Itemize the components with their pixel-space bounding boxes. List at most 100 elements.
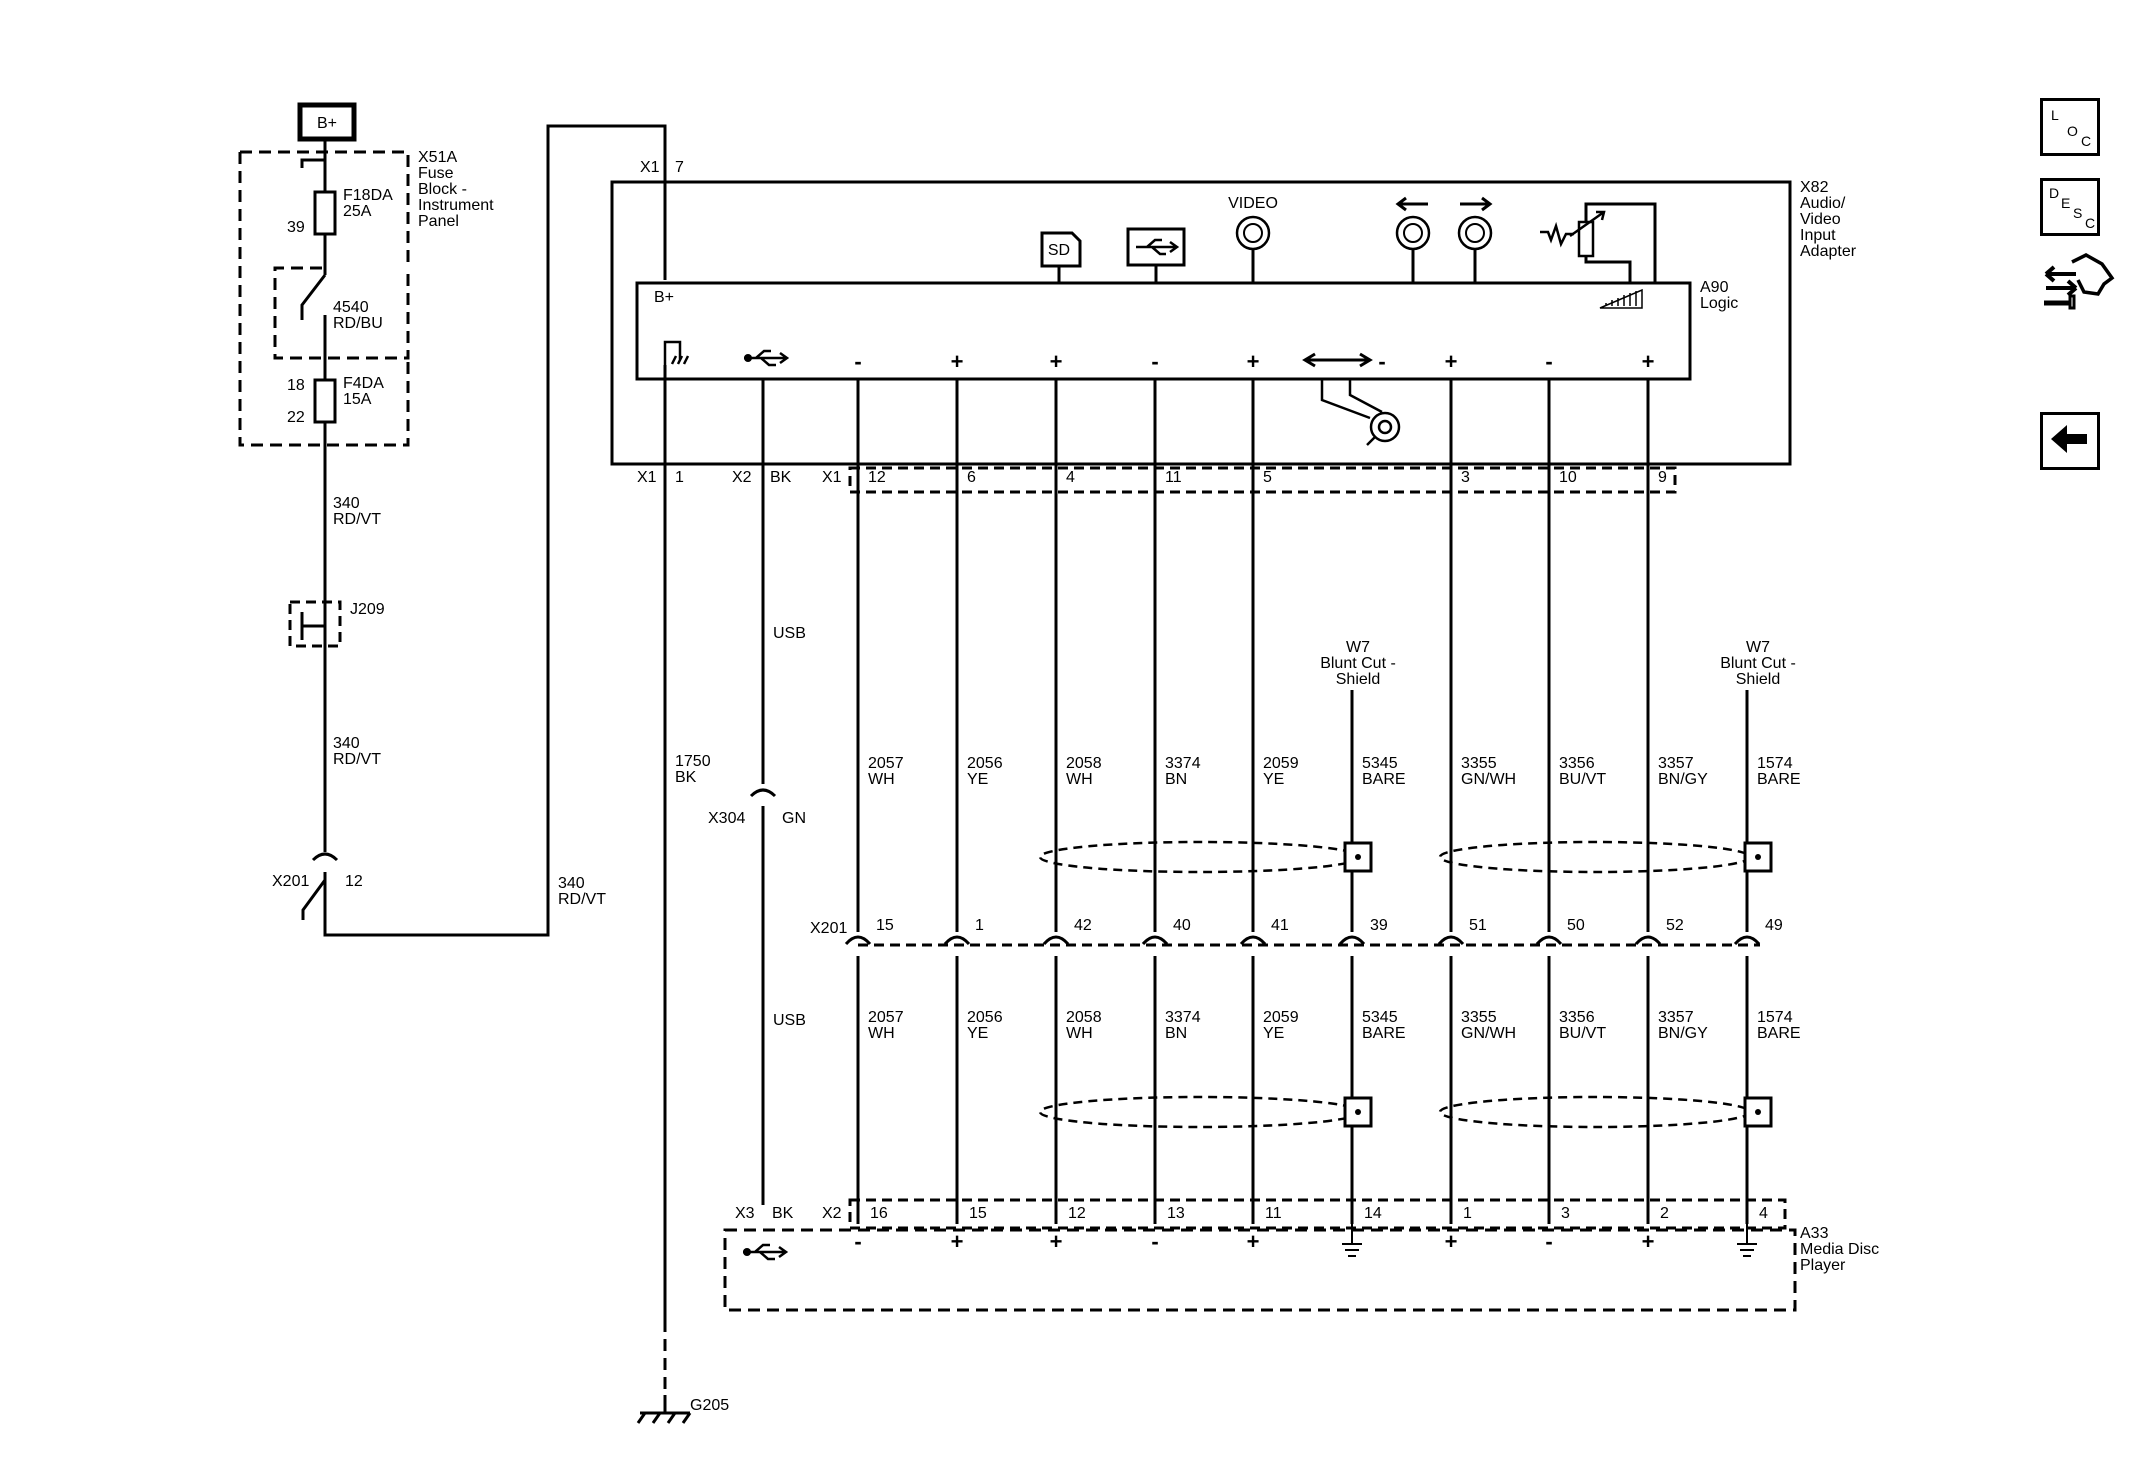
x201-pin-2: 42 [1074, 917, 1092, 934]
wire-lower-color-1: YE [967, 1025, 988, 1042]
adapter-pin-0: 12 [868, 469, 886, 486]
a33-pin-5: 14 [1364, 1205, 1382, 1222]
chassis-ground-icon [663, 340, 690, 365]
x201-terminal-6 [1437, 935, 1465, 946]
wire-4540-circuit: 4540 [333, 299, 369, 316]
fuse2-pin-bottom: 22 [287, 409, 305, 426]
adapter-name-2: Video [1800, 211, 1841, 228]
x201-pin-8: 52 [1666, 917, 1684, 934]
usb-cable [749, 380, 777, 1205]
shield-left-ref: W7 [1346, 639, 1370, 656]
wire-upper-color-7: BU/VT [1559, 771, 1606, 788]
desc-letter-c: C [2085, 215, 2096, 231]
loc-letter-l: L [2051, 107, 2059, 123]
wire-lower-color-2: WH [1066, 1025, 1093, 1042]
desc-letter-s: S [2073, 205, 2083, 221]
wire-lower-color-4: YE [1263, 1025, 1284, 1042]
splice-j209-label: J209 [350, 601, 385, 618]
connector-repair-button[interactable] [2040, 250, 2120, 320]
wire-4540-color: RD/BU [333, 315, 383, 332]
adapter-x1b-label: X1 [822, 469, 842, 486]
logic-pol-7: - [1545, 349, 1552, 374]
adapter-name-1: Audio/ [1800, 195, 1846, 212]
a33-pin-9: 4 [1759, 1205, 1768, 1222]
wire-lower-circuit-7: 3356 [1559, 1009, 1595, 1026]
logic-pol-8: + [1642, 349, 1655, 374]
logic-pol-2: + [1050, 349, 1063, 374]
wire-lower-circuit-3: 3374 [1165, 1009, 1201, 1026]
location-button[interactable]: L O C [2040, 98, 2100, 156]
shield-right-ref: W7 [1746, 639, 1770, 656]
ground-label: G205 [690, 1397, 729, 1414]
logic-bplus: B+ [654, 289, 674, 306]
wire-lower-color-0: WH [868, 1025, 895, 1042]
x201-pin-1: 1 [975, 917, 984, 934]
adapter-pin-5: 3 [1461, 469, 1470, 486]
wire-upper-color-8: BN/GY [1658, 771, 1708, 788]
a33-bk-label: BK [772, 1205, 794, 1222]
feed-wire-left [288, 124, 667, 937]
fuse-block-name-2: Block - [418, 181, 467, 198]
logic-ref: A90 [1700, 279, 1729, 296]
x201-terminal-1 [943, 935, 971, 946]
a33-pol-1: + [951, 1229, 964, 1254]
x201-pin-6: 51 [1469, 917, 1487, 934]
fuse1-pin: 39 [287, 219, 305, 236]
x201-terminal-8 [1634, 935, 1662, 946]
adapter-x1a-label: X1 [637, 469, 657, 486]
wire-lower-circuit-0: 2057 [868, 1009, 904, 1026]
wire-upper-color-4: YE [1263, 771, 1284, 788]
x201-terminal-9 [1733, 935, 1761, 946]
back-button[interactable] [2040, 412, 2100, 470]
bidirectional-arrow-icon [1302, 352, 1373, 368]
description-button[interactable]: D E S C [2040, 178, 2100, 236]
x201-left-pin: 12 [345, 873, 363, 890]
a33-ground-5 [1342, 1224, 1362, 1257]
wire-upper-color-6: GN/WH [1461, 771, 1516, 788]
fuse2-pin-top: 18 [287, 377, 305, 394]
logic-pol-4: + [1247, 349, 1260, 374]
wire-upper-circuit-1: 2056 [967, 755, 1003, 772]
adapter-pin-4: 5 [1263, 469, 1272, 486]
logic-module-a90 [635, 281, 1692, 381]
logic-terminal-polarity: -++-+-+-+ [854, 349, 1654, 374]
usb-upper-label: USB [773, 625, 806, 642]
shield-left-name-1: Blunt Cut - [1320, 655, 1396, 672]
a33-ground-9 [1737, 1224, 1757, 1257]
volume-potentiometer-icon [1540, 202, 1657, 309]
x201-pin-4: 41 [1271, 917, 1289, 934]
adapter-x1-pin7: 7 [675, 159, 684, 176]
feed-wire-circuit: 340 [558, 875, 585, 892]
adapter-connector: X82 [1800, 179, 1829, 196]
fuse1-rating: 25A [343, 203, 372, 220]
adapter-pin-1: 1 [675, 469, 684, 486]
fuse-block-x51a: X51A Fuse Block - Instrument Panel [238, 149, 494, 447]
x201-terminal-0 [844, 935, 872, 946]
wire-lower-circuit-4: 2059 [1263, 1009, 1299, 1026]
splice-j209-box [288, 600, 342, 648]
a33-pol-2: + [1050, 1229, 1063, 1254]
a33-ref: A33 [1800, 1225, 1829, 1242]
a33-pin-8: 2 [1660, 1205, 1669, 1222]
a33-pol-7: + [1642, 1229, 1655, 1254]
coax-connector-icon [1320, 379, 1401, 446]
wire-upper-color-1: YE [967, 771, 988, 788]
a33-pin-6: 1 [1463, 1205, 1472, 1222]
wire-340-color-b: RD/VT [333, 751, 381, 768]
a33-usb-icon [743, 1243, 789, 1261]
wire-upper-color-2: WH [1066, 771, 1093, 788]
adapter-x2-label: X2 [732, 469, 752, 486]
wire-upper-color-0: WH [868, 771, 895, 788]
adapter-pin-3: 11 [1165, 469, 1182, 486]
a33-pin-1: 15 [969, 1205, 987, 1222]
logic-pol-3: - [1151, 349, 1158, 374]
ground-g205-symbol [636, 1411, 692, 1424]
wire-lower-circuit-5: 5345 [1362, 1009, 1398, 1026]
x201-left-connector: X201 [272, 873, 309, 890]
shield-left-name-2: Shield [1336, 671, 1380, 688]
a33-pol-3: - [1151, 1229, 1158, 1254]
sd-card-icon: SD [1040, 231, 1082, 283]
wire-lower-circuit-2: 2058 [1066, 1009, 1102, 1026]
